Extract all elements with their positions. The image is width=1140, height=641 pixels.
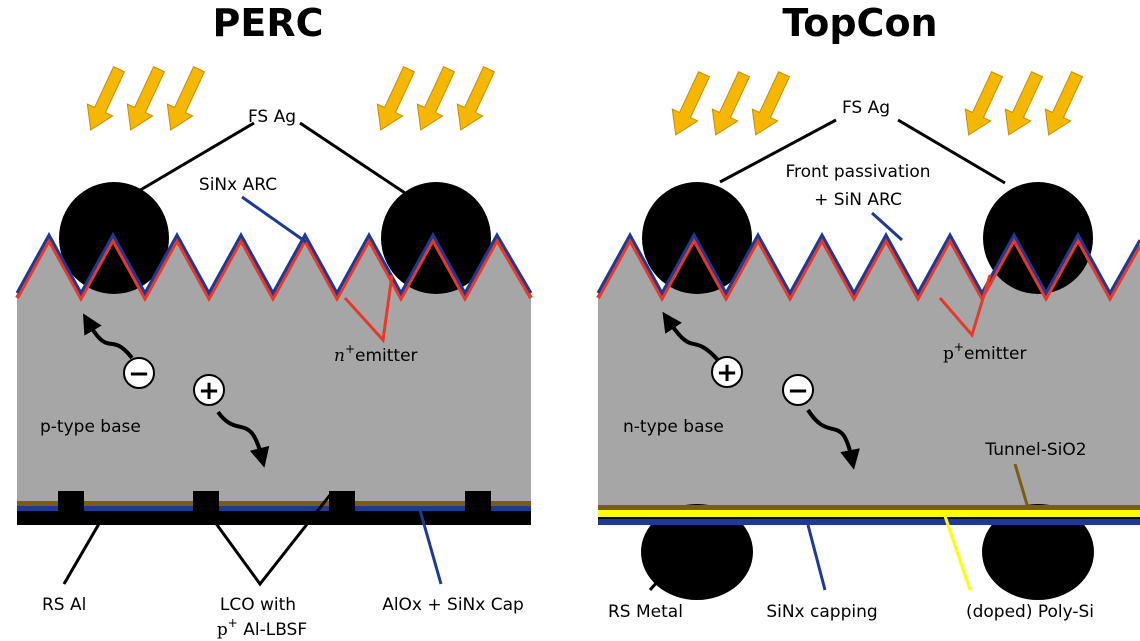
leader-line xyxy=(210,494,332,587)
topcon-arc-line xyxy=(596,231,1140,297)
topcon-carrier-plus: + xyxy=(716,358,738,388)
leader-line xyxy=(136,121,255,194)
sunlight-arrows-left xyxy=(662,67,798,142)
leader-line xyxy=(418,509,443,585)
curly-arrow-icon xyxy=(82,313,134,360)
sunlight-arrow-icon xyxy=(407,62,463,137)
topcon-capping-label: SiNx capping xyxy=(766,602,877,622)
curly-arrow-icon xyxy=(806,408,860,470)
perc-rear-metal xyxy=(17,511,531,525)
sunlight-arrows-left xyxy=(77,62,213,137)
sunlight-arrow-icon xyxy=(77,62,133,137)
topcon-emitter-line xyxy=(596,235,1140,303)
perc-lco-3 xyxy=(329,491,355,521)
perc-lco-4 xyxy=(465,491,491,521)
leader-line xyxy=(62,521,102,585)
perc-emitter-label: n+emitter xyxy=(334,342,418,366)
topcon-emitter-p: p xyxy=(943,344,954,364)
hole-icon xyxy=(193,374,225,406)
perc-lco-sup: + xyxy=(228,616,238,630)
leader-line xyxy=(897,118,1006,185)
sunlight-arrow-icon xyxy=(367,62,423,137)
topcon-rear-contact-left xyxy=(641,504,753,600)
sunlight-arrow-icon xyxy=(117,62,173,137)
sunlight-arrow-icon xyxy=(702,67,758,142)
leader-line xyxy=(241,195,307,244)
sunlight-arrows-right xyxy=(367,62,503,137)
electron-icon xyxy=(123,357,155,389)
perc-carrier-plus: + xyxy=(198,376,220,406)
topcon-silicon-wafer xyxy=(598,240,1140,510)
topcon-title: TopCon xyxy=(782,1,937,45)
perc-emitter-n: n xyxy=(334,346,345,366)
perc-lco-label-2: p+ Al-LBSF xyxy=(217,616,307,640)
topcon-arc-label-2: + SiN ARC xyxy=(814,190,902,210)
perc-lco-rest: Al-LBSF xyxy=(238,620,307,640)
electron-icon xyxy=(782,374,814,406)
perc-passivation-label: AlOx + SiNx Cap xyxy=(382,595,524,615)
perc-lco-label-1: LCO with xyxy=(220,595,296,615)
topcon-base-label: n-type base xyxy=(623,417,724,437)
leader-line xyxy=(938,274,992,339)
topcon-arc-label-1: Front passivation xyxy=(785,162,930,182)
hole-icon xyxy=(711,356,743,388)
topcon-rear-contact-label: RS Metal xyxy=(608,602,683,622)
perc-front-contact-label: FS Ag xyxy=(248,107,296,127)
sunlight-arrow-icon xyxy=(995,67,1051,142)
leader-line xyxy=(1013,463,1030,509)
perc-emitter-word: emitter xyxy=(355,346,418,366)
perc-lco-1 xyxy=(58,491,84,521)
leader-line xyxy=(870,211,904,242)
topcon-emitter-label: p+emitter xyxy=(943,340,1026,364)
perc-arc-line xyxy=(15,231,533,297)
leader-line xyxy=(299,121,409,197)
sunlight-arrow-icon xyxy=(157,62,213,137)
topcon-rear-contact-right xyxy=(982,504,1094,600)
perc-carrier-minus: − xyxy=(128,359,150,389)
perc-emitter-line xyxy=(15,235,533,303)
perc-base-label: p-type base xyxy=(40,417,141,437)
leader-line xyxy=(719,118,837,184)
perc-rear-contact-label: RS Al xyxy=(42,595,86,615)
sunlight-arrow-icon xyxy=(447,62,503,137)
leader-line xyxy=(648,564,674,591)
curly-arrow-icon xyxy=(216,410,270,468)
topcon-carrier-minus: − xyxy=(787,376,809,406)
perc-rear-passivation xyxy=(17,506,531,511)
perc-rear-oxide xyxy=(17,501,531,506)
topcon-emitter-word: emitter xyxy=(964,344,1027,364)
topcon-front-contact-label: FS Ag xyxy=(842,98,890,118)
curly-arrow-icon xyxy=(662,311,720,362)
sunlight-arrow-icon xyxy=(662,67,718,142)
topcon-sinx-capping xyxy=(598,519,1140,525)
topcon-poly-label: (doped) Poly-Si xyxy=(966,602,1094,622)
sunlight-arrow-icon xyxy=(1035,67,1091,142)
topcon-poly-si xyxy=(598,510,1140,517)
perc-silicon-wafer xyxy=(17,240,531,512)
perc-lco-p: p xyxy=(217,620,228,640)
topcon-oxide-label: Tunnel-SiO2 xyxy=(984,440,1086,460)
sunlight-arrow-icon xyxy=(955,67,1011,142)
perc-panel: PERC xyxy=(15,1,533,640)
perc-arc-label: SiNx ARC xyxy=(199,175,277,195)
topcon-emitter-sup: + xyxy=(954,340,964,354)
leader-line xyxy=(343,274,394,344)
perc-title: PERC xyxy=(213,1,324,45)
leader-line xyxy=(806,524,827,591)
leader-line xyxy=(943,515,972,591)
topcon-panel: TopCon xyxy=(596,1,1140,622)
topcon-tunnel-oxide xyxy=(598,505,1140,510)
sunlight-arrow-icon xyxy=(742,67,798,142)
perc-emitter-sup: + xyxy=(345,342,355,356)
perc-lco-2 xyxy=(193,491,219,521)
topcon-black-line xyxy=(598,517,1140,519)
sunlight-arrows-right xyxy=(955,67,1091,142)
